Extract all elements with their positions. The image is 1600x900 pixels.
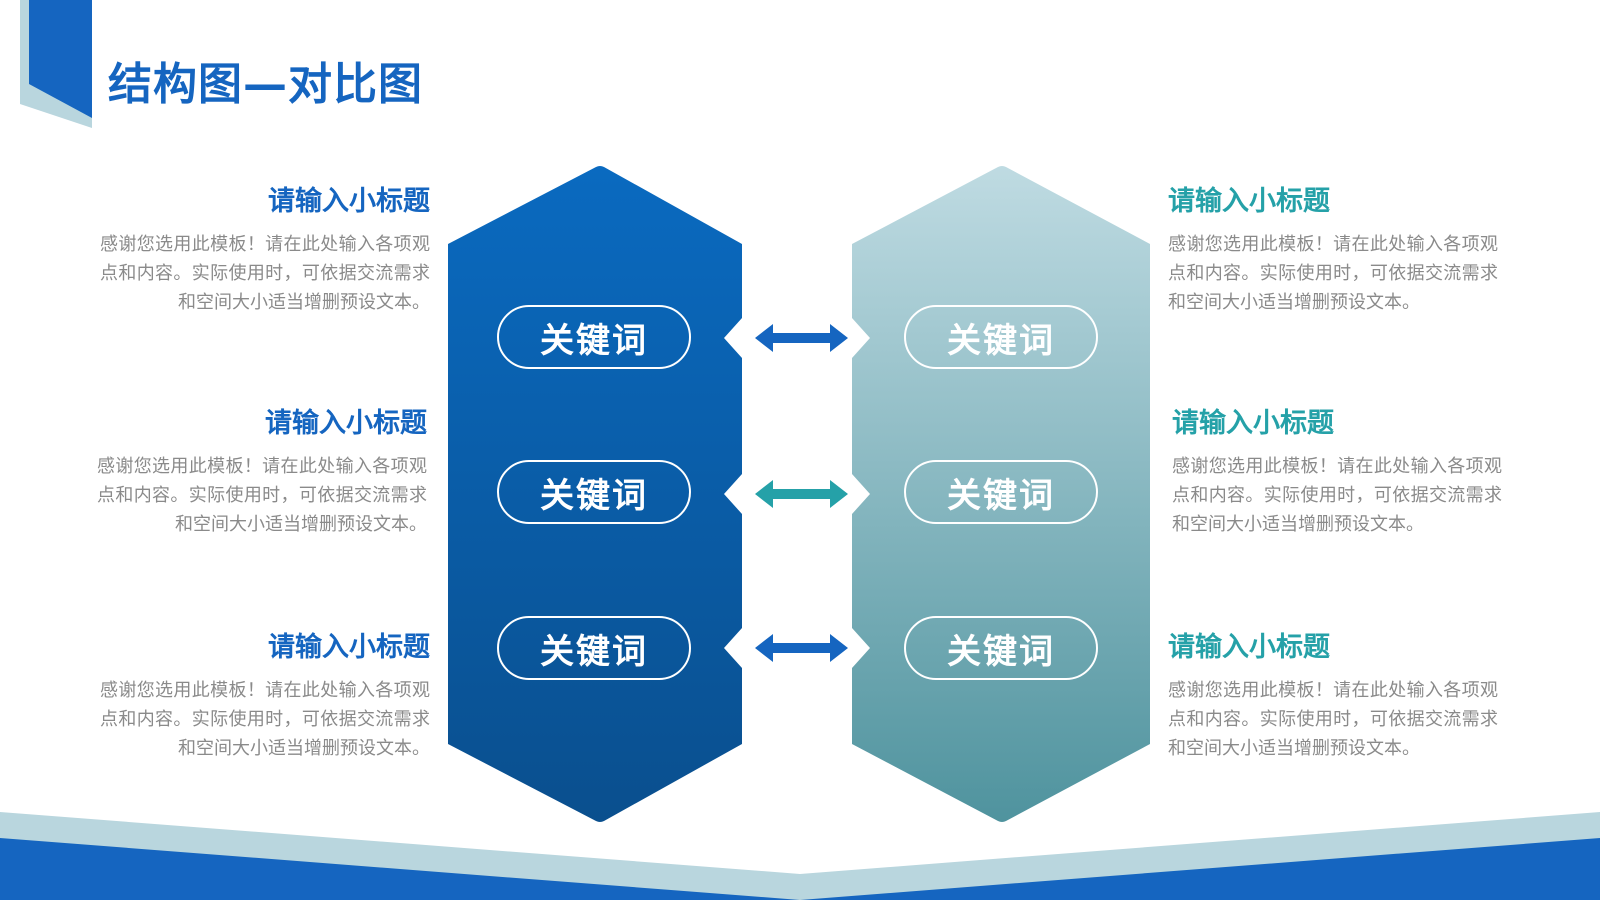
bottom-wave-dark	[0, 838, 1600, 900]
left-keyword-pill-1: 关键词	[497, 305, 691, 369]
left-text-block-2: 请输入小标题 感谢您选用此模板！请在此处输入各项观点和内容。实际使用时，可依据交…	[97, 406, 427, 539]
right-subtitle: 请输入小标题	[1168, 632, 1330, 663]
right-subtitle: 请输入小标题	[1172, 408, 1334, 439]
right-body-text: 感谢您选用此模板！请在此处输入各项观点和内容。实际使用时，可依据交流需求和空间大…	[1172, 456, 1502, 535]
right-body-text: 感谢您选用此模板！请在此处输入各项观点和内容。实际使用时，可依据交流需求和空间大…	[1168, 234, 1498, 313]
double-arrow-icon	[755, 324, 848, 352]
right-keyword-pill-1: 关键词	[904, 305, 1098, 369]
left-subtitle: 请输入小标题	[265, 408, 427, 439]
right-text-block-3: 请输入小标题 感谢您选用此模板！请在此处输入各项观点和内容。实际使用时，可依据交…	[1168, 630, 1498, 763]
left-keyword-pill-3: 关键词	[497, 616, 691, 680]
right-keyword-pill-3: 关键词	[904, 616, 1098, 680]
left-subtitle: 请输入小标题	[268, 632, 430, 663]
corner-accent-dark	[29, 0, 92, 118]
double-arrow-icon	[755, 634, 848, 662]
left-body-text: 感谢您选用此模板！请在此处输入各项观点和内容。实际使用时，可依据交流需求和空间大…	[100, 234, 430, 313]
left-subtitle: 请输入小标题	[268, 186, 430, 217]
right-text-block-1: 请输入小标题 感谢您选用此模板！请在此处输入各项观点和内容。实际使用时，可依据交…	[1168, 184, 1498, 317]
left-body-text: 感谢您选用此模板！请在此处输入各项观点和内容。实际使用时，可依据交流需求和空间大…	[97, 456, 427, 535]
left-keyword-pill-2: 关键词	[497, 460, 691, 524]
right-body-text: 感谢您选用此模板！请在此处输入各项观点和内容。实际使用时，可依据交流需求和空间大…	[1168, 680, 1498, 759]
double-arrow-icon	[755, 480, 848, 508]
left-text-block-1: 请输入小标题 感谢您选用此模板！请在此处输入各项观点和内容。实际使用时，可依据交…	[100, 184, 430, 317]
right-subtitle: 请输入小标题	[1168, 186, 1330, 217]
left-text-block-3: 请输入小标题 感谢您选用此模板！请在此处输入各项观点和内容。实际使用时，可依据交…	[100, 630, 430, 763]
right-text-block-2: 请输入小标题 感谢您选用此模板！请在此处输入各项观点和内容。实际使用时，可依据交…	[1172, 406, 1502, 539]
page-title: 结构图—对比图	[108, 59, 423, 110]
left-body-text: 感谢您选用此模板！请在此处输入各项观点和内容。实际使用时，可依据交流需求和空间大…	[100, 680, 430, 759]
right-keyword-pill-2: 关键词	[904, 460, 1098, 524]
